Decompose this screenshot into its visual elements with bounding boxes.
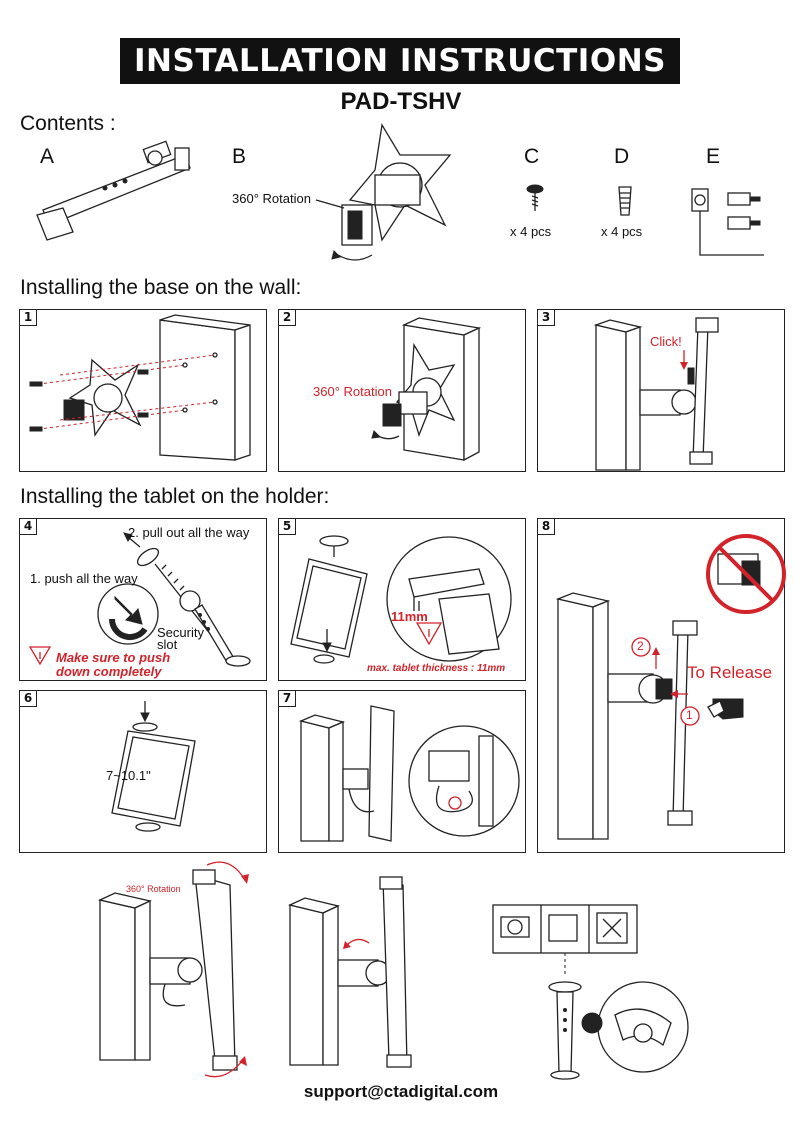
step-3-click-label: Click! xyxy=(650,334,682,349)
step-2-illustration xyxy=(371,317,482,462)
step-8-release-label: To Release xyxy=(687,663,773,682)
step-1-panel: 1 xyxy=(19,309,267,472)
part-letter-a: A xyxy=(40,145,55,168)
step-3-panel: 3 Click! xyxy=(537,309,785,472)
step-6-number: 6 xyxy=(20,691,37,707)
part-b-vesa-mount-illustration xyxy=(331,123,452,261)
part-letter-e: E xyxy=(706,145,721,168)
step-2-rotation-label: 360° Rotation xyxy=(313,384,392,399)
step-5-illustration xyxy=(290,535,512,664)
step-2-number: 2 xyxy=(279,310,296,326)
support-email[interactable]: support@ctadigital.com xyxy=(303,1082,499,1101)
step-3-number: 3 xyxy=(538,310,555,326)
step-8-marker-2: 2 xyxy=(637,639,644,653)
step-8-illustration xyxy=(555,534,786,840)
step-7-illustration xyxy=(298,705,520,842)
step-4-number: 4 xyxy=(20,519,37,535)
step-8-number: 8 xyxy=(538,519,555,535)
step-4-security-slot-label: Security slot xyxy=(157,625,204,652)
part-e-cable-lock-illustration xyxy=(691,188,764,256)
part-d-anchor-icon xyxy=(618,186,632,216)
step-5-number: 5 xyxy=(279,519,296,535)
part-d-quantity: x 4 pcs xyxy=(601,224,643,239)
bottom-lock-detail-illustration xyxy=(492,904,689,1080)
step-4-panel: 4 2. pull out all the way 1. push all th… xyxy=(19,518,267,681)
tablet-section-heading: Installing the tablet on the holder: xyxy=(20,485,330,508)
step-8-panel: 8 2 1 To Release xyxy=(537,518,786,853)
part-c-screw-icon xyxy=(526,184,544,211)
title-banner: INSTALLATION INSTRUCTIONS xyxy=(120,38,680,84)
step-4-push-label: 1. push all the way xyxy=(30,571,138,586)
step-2-panel: 2 360° Rotation xyxy=(278,309,526,472)
step-4-illustration xyxy=(28,532,251,667)
page-title: INSTALLATION INSTRUCTIONS xyxy=(134,43,666,79)
contents-heading: Contents : xyxy=(20,112,116,135)
bottom-rotation-label: 360° Rotation xyxy=(126,884,181,894)
step-5-thickness-callout: 11mm xyxy=(391,609,428,624)
step-6-tablet-size: 7~10.1" xyxy=(106,768,151,783)
step-6-panel: 6 7~10.1" xyxy=(19,690,267,853)
part-b-leader-line xyxy=(315,199,345,209)
part-b-rotation-label: 360° Rotation xyxy=(232,191,311,206)
step-7-number: 7 xyxy=(279,691,296,707)
part-letter-d: D xyxy=(614,145,630,168)
step-7-panel: 7 xyxy=(278,690,526,853)
step-1-illustration xyxy=(29,314,251,461)
step-1-number: 1 xyxy=(20,310,37,326)
step-5-max-thickness-note: max. tablet thickness : 11mm xyxy=(367,663,506,674)
bottom-rotation-illustration xyxy=(98,861,249,1078)
wall-section-heading: Installing the base on the wall: xyxy=(20,276,302,299)
step-5-panel: 5 11mm max. tablet thickness : 11mm xyxy=(278,518,526,681)
part-c-quantity: x 4 pcs xyxy=(510,224,552,239)
step-8-marker-1: 1 xyxy=(686,708,693,722)
step-4-pull-label: 2. pull out all the way xyxy=(128,525,250,540)
step-4-warning-text: Make sure to push down completely xyxy=(56,650,171,679)
step-3-illustration xyxy=(593,317,719,471)
part-letter-b: B xyxy=(232,145,247,168)
part-a-arm-illustration xyxy=(36,140,191,241)
part-letter-c: C xyxy=(524,145,540,168)
model-number: PAD-TSHV xyxy=(340,88,462,115)
bottom-tilt-illustration xyxy=(288,876,412,1068)
step-6-illustration xyxy=(111,701,196,832)
